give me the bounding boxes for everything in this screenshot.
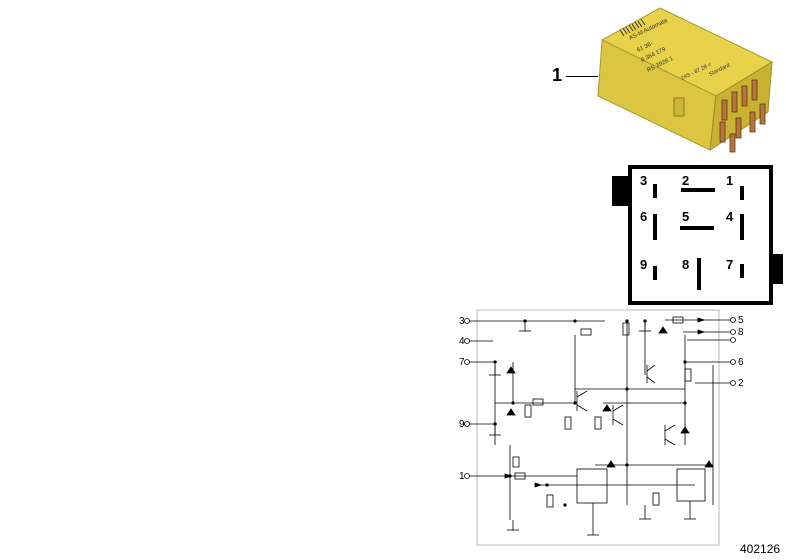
part-callout-number: 1 <box>552 65 563 85</box>
diagram-id: 402126 <box>740 542 781 556</box>
relay-pins <box>719 79 766 153</box>
pin-blade-3 <box>653 184 657 198</box>
schematic-ic-1 <box>576 468 608 504</box>
pin-label: 6 <box>640 209 648 224</box>
pin-label: 5 <box>682 209 690 224</box>
schematic-ic-2 <box>676 468 706 502</box>
schematic-frame <box>476 309 720 546</box>
pin-label: 9 <box>640 257 648 272</box>
relay-barcode <box>619 18 646 37</box>
pin-label: 3 <box>640 173 648 188</box>
schematic-terminal-label: 7 <box>459 357 465 368</box>
pin-label: 2 <box>682 173 690 188</box>
part-callout-leader <box>566 76 598 77</box>
pin-blade-5 <box>680 226 714 230</box>
schematic-terminal-label: 8 <box>738 327 744 338</box>
relay-illustration: AS-M Automata 61 36- 8 364 179 RS 3928 1… <box>590 0 790 165</box>
pin-label: 4 <box>726 209 734 224</box>
pin-blade-9 <box>653 266 657 280</box>
relay-latch <box>673 97 685 117</box>
schematic-terminal-label: 9 <box>459 419 465 430</box>
schematic-terminal-label: 6 <box>738 357 744 368</box>
schematic-terminal-label: 1 <box>459 471 465 482</box>
pin-blade-1 <box>740 186 744 200</box>
schematic-terminal-label: 2 <box>738 378 744 389</box>
relay-drawing: AS-M Automata 61 36- 8 364 179 RS 3928 1… <box>597 7 774 153</box>
pin-blade-6 <box>653 214 657 240</box>
circuit-schematic <box>455 305 755 550</box>
pin-blade-4 <box>740 214 744 240</box>
pin-label: 7 <box>726 257 734 272</box>
pin-blade-8 <box>697 258 701 290</box>
schematic-drawing <box>464 309 736 546</box>
schematic-terminal-label: 4 <box>459 336 465 347</box>
pin-label: 8 <box>682 257 690 272</box>
pinout-tab-left <box>612 176 628 206</box>
schematic-terminal-label: 5 <box>738 315 744 326</box>
pin-label: 1 <box>726 173 734 188</box>
schematic-terminal-label: 3 <box>459 316 465 327</box>
pin-blade-7 <box>740 264 744 278</box>
pinout-tab-right <box>769 254 783 284</box>
pin-blade-2 <box>681 188 715 192</box>
